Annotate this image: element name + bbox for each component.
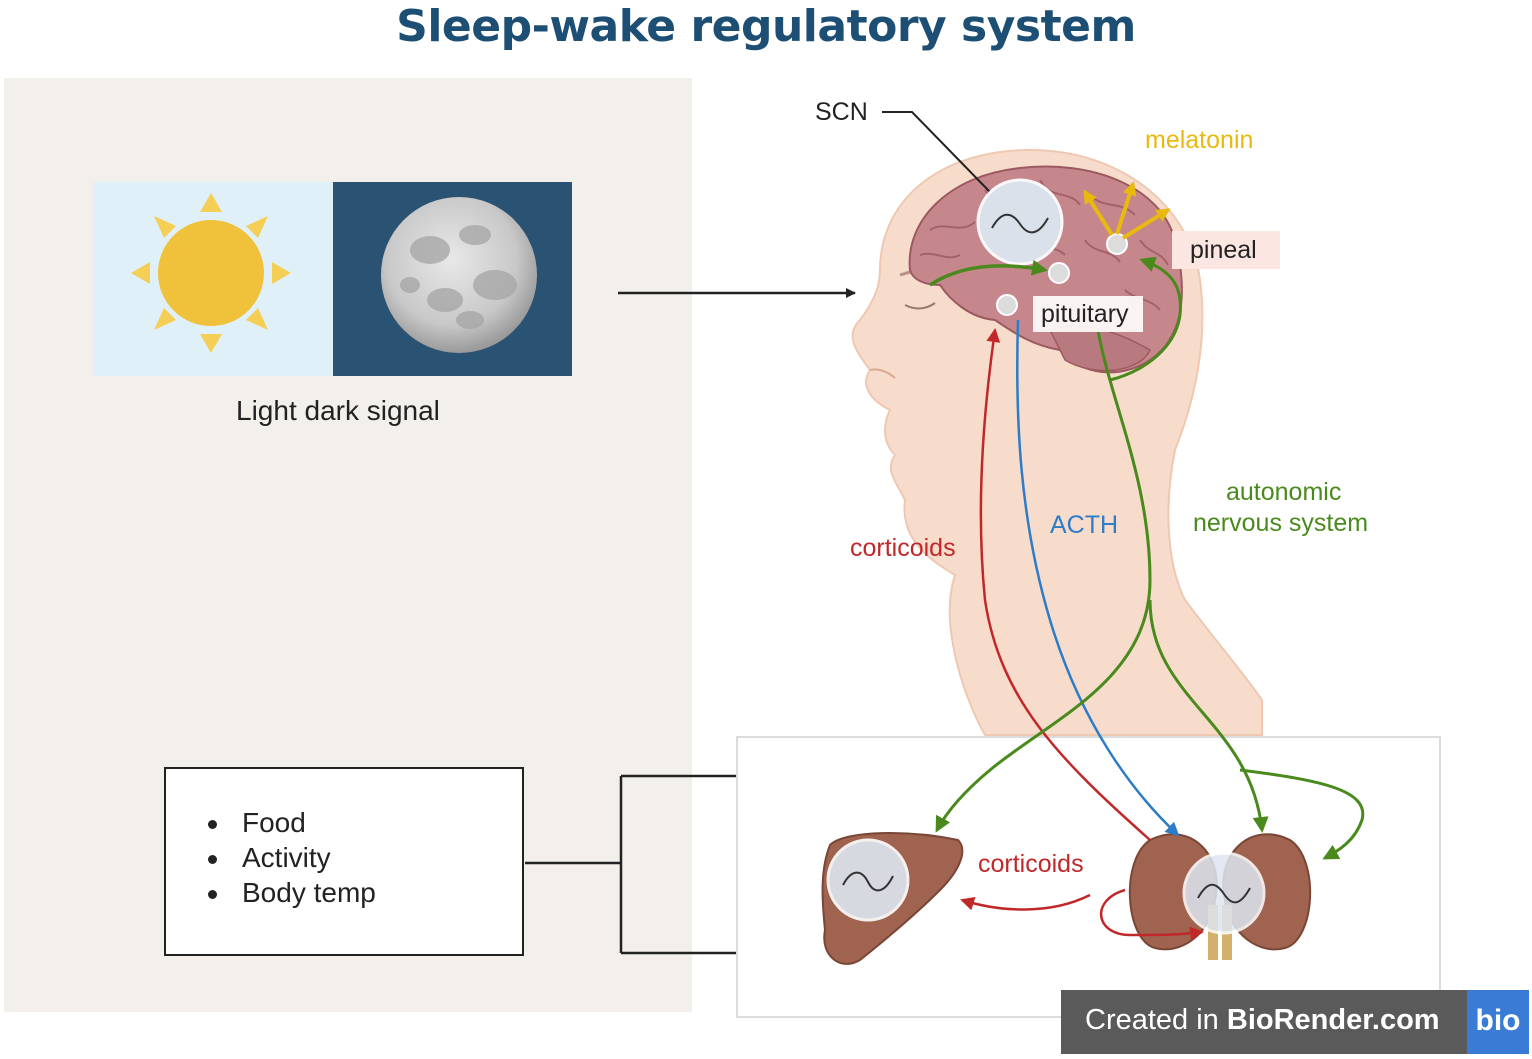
- corticoids-to-liver-arrows: [960, 888, 1204, 941]
- factors-list: Food Activity Body temp: [202, 805, 376, 910]
- badge-prefix: Created in: [1085, 1004, 1219, 1036]
- corticoids-to-brain-arrow: [979, 328, 1151, 841]
- biorender-badge[interactable]: Created in BioRender.com bio: [1061, 990, 1529, 1054]
- scn-to-pituitary-arrow: [929, 259, 1048, 287]
- scn-clock: [882, 111, 1064, 266]
- factor-activity: Activity: [202, 840, 376, 875]
- badge-brand: BioRender.com: [1226, 1004, 1440, 1036]
- gland-nodes: [996, 233, 1128, 316]
- kidney-illustration: [1128, 833, 1312, 960]
- pineal-label: pineal: [1190, 236, 1257, 264]
- pituitary-label-bg: [1033, 296, 1143, 332]
- factor-body-temp: Body temp: [202, 875, 376, 910]
- corticoids-upper-label: corticoids: [850, 534, 956, 562]
- moon-illustration: [333, 182, 572, 376]
- factor-food: Food: [202, 805, 376, 840]
- corticoids-lower-label: corticoids: [978, 850, 1084, 878]
- melatonin-label: melatonin: [1145, 126, 1254, 154]
- autonomic-label-line2: nervous system: [1193, 509, 1369, 537]
- scn-label: SCN: [815, 98, 868, 126]
- light-dark-caption: Light dark signal: [236, 395, 440, 426]
- factors-box: Food Activity Body temp: [164, 767, 524, 956]
- pineal-label-bg: [1172, 231, 1280, 269]
- diagram-title: Sleep-wake regulatory system: [396, 1, 1136, 52]
- autonomic-label-line1: autonomic: [1226, 478, 1342, 506]
- autonomic-arrows: [935, 256, 1365, 860]
- badge-text: Created in BioRender.com: [1085, 1004, 1440, 1037]
- acth-label: ACTH: [1050, 511, 1119, 539]
- liver-illustration: [821, 832, 964, 965]
- biorender-logo-icon: bio: [1467, 990, 1529, 1054]
- pituitary-label: pituitary: [1041, 300, 1129, 328]
- sun-illustration: [93, 182, 333, 376]
- melatonin-arrows: [1083, 181, 1171, 240]
- acth-arrow: [1015, 319, 1180, 837]
